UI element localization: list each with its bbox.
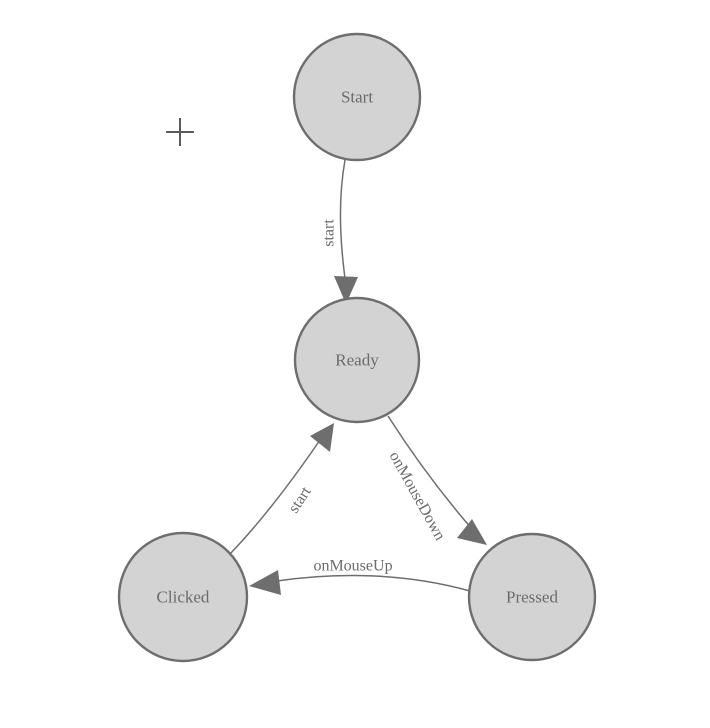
edge-label: onMouseUp — [313, 558, 392, 575]
edge-pressed-to-clicked[interactable]: onMouseUp — [249, 558, 471, 596]
arrowhead-icon — [249, 570, 281, 595]
edge-line — [387, 415, 473, 530]
edge-ready-to-pressed[interactable]: onMouseDown — [386, 415, 487, 545]
edge-label: onMouseDown — [386, 449, 449, 544]
crosshair-icon[interactable] — [166, 118, 194, 146]
edge-label-group: start — [285, 483, 315, 516]
node-start[interactable]: Start — [292, 32, 422, 162]
node-shape[interactable] — [293, 296, 421, 424]
edge-label: start — [321, 219, 338, 247]
node-label: Clicked — [157, 588, 210, 607]
node-ready[interactable]: Ready — [293, 296, 421, 424]
edge-label-group: onMouseDown — [386, 449, 449, 544]
node-clicked[interactable]: Clicked — [117, 531, 249, 663]
edge-label: start — [285, 483, 315, 516]
node-label: Pressed — [506, 588, 558, 607]
edge-label-group: onMouseUp — [313, 558, 392, 575]
node-label: Start — [341, 88, 373, 107]
arrowhead-icon — [457, 519, 487, 545]
node-shape[interactable] — [292, 32, 422, 162]
arrowhead-icon — [334, 276, 358, 304]
node-label: Ready — [335, 351, 379, 370]
edge-clicked-to-ready[interactable]: start — [227, 423, 334, 557]
node-shape[interactable] — [467, 532, 597, 662]
edge-line — [276, 574, 471, 592]
edge-label-group: start — [321, 219, 338, 247]
node-shape[interactable] — [117, 531, 249, 663]
nodes-layer: Start Ready Clicked Pressed — [117, 32, 597, 663]
edge-start-to-ready[interactable]: start — [321, 159, 359, 304]
arrowhead-icon — [310, 423, 334, 452]
edge-line — [339, 159, 347, 287]
node-pressed[interactable]: Pressed — [467, 532, 597, 662]
edge-line — [227, 439, 321, 557]
